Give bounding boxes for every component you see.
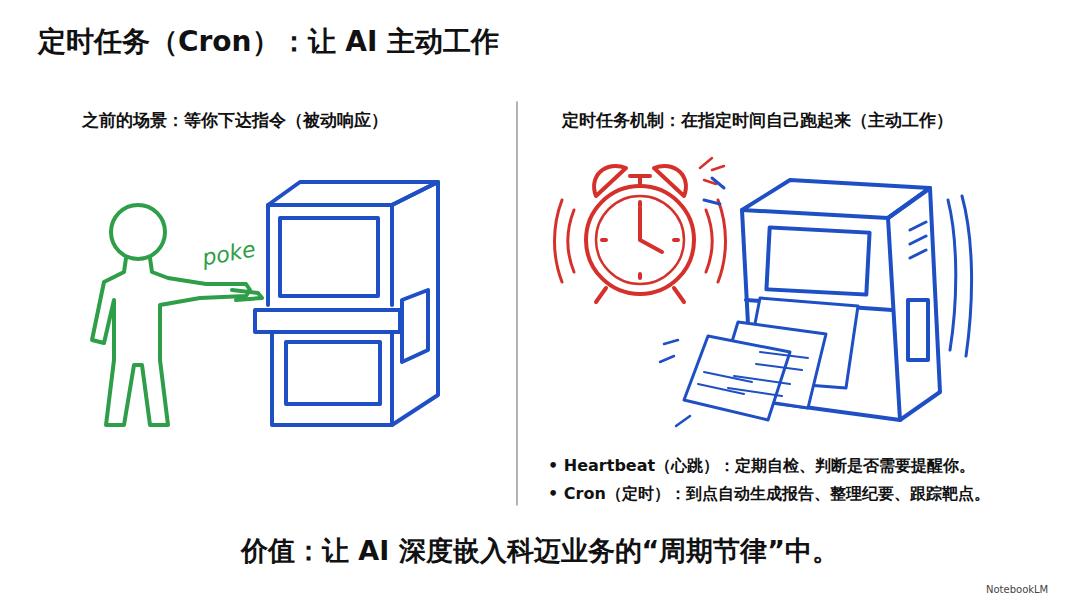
watermark: NotebookLM	[986, 584, 1048, 597]
caption-text: 价值：让 AI 深度嵌入科迈业务的“周期节律”中。	[0, 534, 1080, 568]
person-figure	[92, 205, 262, 425]
alarm-clock	[555, 158, 726, 302]
bullet-note: • Heartbeat（心跳）：定期自检、判断是否需要提醒你。	[548, 456, 975, 476]
divider-line	[516, 102, 518, 505]
bullet-note: • Cron（定时）：到点自动生成报告、整理纪要、跟踪靶点。	[548, 484, 990, 504]
section-heading: 之前的场景：等你下达指令（被动响应）	[82, 110, 388, 131]
printed-paper	[660, 298, 858, 426]
machine-idle	[255, 182, 438, 425]
action-label: poke	[200, 236, 258, 272]
diagram-title: 定时任务（Cron）：让 AI 主动工作	[38, 24, 499, 59]
section-heading: 定时任务机制：在指定时间自己跑起来（主动工作）	[562, 110, 953, 131]
